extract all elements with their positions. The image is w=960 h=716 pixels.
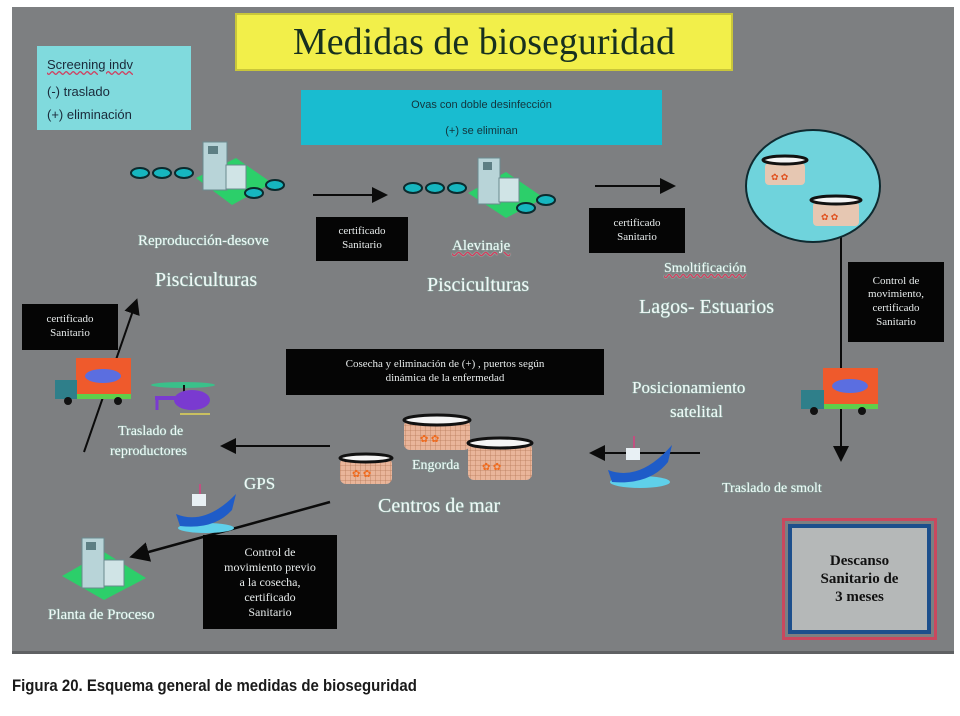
descanso-sanitario-box: Descanso Sanitario de 3 meses bbox=[782, 518, 937, 640]
screening-positive: (+) eliminación bbox=[47, 107, 132, 122]
cert-box-left: certificado Sanitario bbox=[22, 304, 118, 350]
cert-box-left-line-1: certificado bbox=[46, 313, 94, 326]
screening-negative: (-) traslado bbox=[47, 84, 110, 99]
cert-box-2-line-2: Sanitario bbox=[617, 230, 657, 243]
cosecha-line-1: Cosecha y eliminación de (+) , puertos s… bbox=[345, 358, 545, 371]
hatchery-icon-2 bbox=[403, 157, 556, 218]
svg-text:✿ ✿: ✿ ✿ bbox=[352, 469, 371, 480]
label-alevinaje: Alevinaje bbox=[452, 238, 511, 254]
control2-line-2: movimiento previo bbox=[224, 559, 316, 574]
cert-box-1-line-1: certificado bbox=[338, 225, 386, 238]
svg-text:✿ ✿: ✿ ✿ bbox=[482, 462, 501, 473]
boat-icon-right bbox=[608, 436, 672, 488]
control2-line-3: a la cosecha, bbox=[239, 574, 301, 589]
label-reproductores: reproductores bbox=[110, 444, 187, 459]
svg-text:✿ ✿: ✿ ✿ bbox=[420, 434, 439, 445]
cosecha-line-2: dinámica de la enfermedad bbox=[385, 372, 505, 384]
ova-line-2: (+) se eliminan bbox=[445, 124, 518, 137]
descanso-line-1: Descanso bbox=[829, 553, 890, 569]
processing-plant-icon bbox=[62, 537, 146, 600]
svg-text:✿ ✿: ✿ ✿ bbox=[821, 212, 839, 222]
label-pisciculturas-1: Pisciculturas bbox=[155, 269, 258, 291]
descanso-line-2: Sanitario de bbox=[820, 571, 899, 587]
control2-line-5: Sanitario bbox=[248, 604, 292, 619]
cert-box-2-line-1: certificado bbox=[613, 216, 661, 229]
control-line-1: Control de bbox=[872, 274, 920, 287]
control2-line-4: certificado bbox=[244, 589, 296, 604]
control-cosecha-box: Control de movimiento previo a la cosech… bbox=[203, 535, 337, 629]
truck-icon-left bbox=[55, 358, 131, 405]
ova-line-1: Ovas con doble desinfección bbox=[411, 98, 552, 111]
cosecha-box: Cosecha y eliminación de (+) , puertos s… bbox=[286, 349, 604, 395]
control-line-4: Sanitario bbox=[876, 315, 916, 328]
hatchery-icon-1 bbox=[130, 141, 285, 205]
label-traslado-smolt: Traslado de smolt bbox=[722, 481, 822, 496]
cert-box-1-line-2: Sanitario bbox=[342, 239, 382, 251]
label-centros-de-mar: Centros de mar bbox=[378, 495, 501, 517]
label-posicionamiento: Posicionamiento bbox=[632, 378, 746, 397]
cert-box-2: certificado Sanitario bbox=[589, 208, 685, 253]
label-pisciculturas-2: Pisciculturas bbox=[427, 274, 530, 296]
diagram-title-box: Medidas de bioseguridad bbox=[235, 13, 733, 71]
label-lagos-estuarios: Lagos- Estuarios bbox=[639, 296, 774, 318]
sea-cages-icon: ✿ ✿ ✿ ✿ ✿ ✿ bbox=[338, 413, 534, 484]
ova-disinfection-box: Ovas con doble desinfección (+) se elimi… bbox=[301, 90, 662, 145]
figure-caption: Figura 20. Esquema general de medidas de… bbox=[12, 676, 417, 695]
descanso-line-3: 3 meses bbox=[835, 589, 884, 605]
label-gps: GPS bbox=[244, 474, 276, 493]
label-engorda: Engorda bbox=[412, 458, 460, 473]
control-line-2: movimiento, bbox=[868, 288, 924, 301]
cert-box-left-line-2: Sanitario bbox=[50, 327, 90, 339]
label-satelital: satelital bbox=[670, 402, 723, 421]
truck-icon-right bbox=[801, 368, 878, 415]
control2-line-1: Control de bbox=[244, 544, 296, 559]
svg-text:✿ ✿: ✿ ✿ bbox=[771, 172, 789, 182]
control-line-3: certificado bbox=[872, 302, 920, 314]
label-traslado-de: Traslado de bbox=[118, 424, 184, 439]
cert-box-1: certificado Sanitario bbox=[316, 217, 408, 261]
label-smoltificacion: Smoltificación bbox=[664, 261, 747, 276]
label-reproduccion: Reproducción-desove bbox=[138, 233, 269, 249]
screening-legend: Screening indv (-) traslado (+) eliminac… bbox=[37, 46, 191, 130]
label-planta-de-proceso: Planta de Proceso bbox=[48, 607, 155, 623]
helicopter-icon bbox=[151, 382, 215, 415]
screening-heading: Screening indv bbox=[47, 57, 133, 72]
lake-icon: ✿ ✿ ✿ ✿ bbox=[745, 129, 881, 243]
control-movimiento-box: Control de movimiento, certificado Sanit… bbox=[848, 262, 944, 342]
boat-icon-gps bbox=[176, 484, 236, 533]
diagram-title: Medidas de bioseguridad bbox=[292, 21, 676, 63]
descanso-sanitario-inner: Descanso Sanitario de 3 meses bbox=[788, 524, 931, 634]
